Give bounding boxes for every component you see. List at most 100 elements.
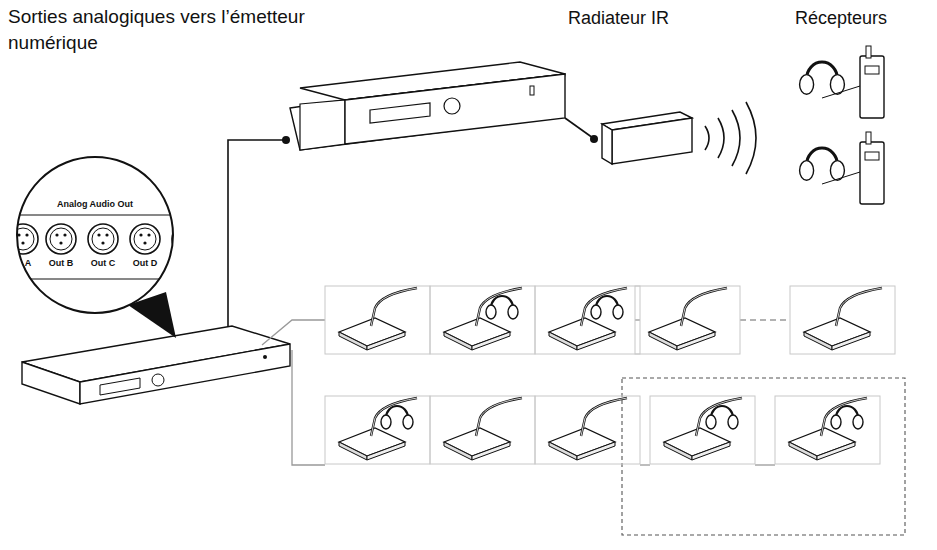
xlr-pin <box>147 233 150 236</box>
transmitter-side <box>300 100 345 150</box>
unit-side <box>444 332 472 350</box>
inset-heading: Analog Audio Out <box>57 199 133 209</box>
xlr-pin <box>97 233 100 236</box>
inset-panel <box>15 155 175 315</box>
panel-line <box>15 215 175 216</box>
gooseneck-mic <box>821 398 867 436</box>
unit-frame <box>790 286 895 354</box>
audio-wire <box>565 118 593 138</box>
ir-radiator: Radiateur IR <box>560 8 710 34</box>
receiver-cord <box>822 86 860 98</box>
transmitter-knob <box>444 98 460 114</box>
bus-wire <box>262 320 325 345</box>
bus-wire <box>635 319 640 320</box>
receivers: Récepteurs <box>790 8 900 34</box>
unit-side <box>339 442 367 460</box>
xlr-connector <box>92 228 114 250</box>
inset-border <box>17 157 173 313</box>
unit-side <box>789 442 817 460</box>
unit-front <box>832 332 870 350</box>
xlr-pin <box>25 233 28 236</box>
bodypack-receiver <box>860 56 884 118</box>
receiver-cord <box>822 172 860 184</box>
connector-label: Out C <box>91 258 116 268</box>
headphone-cup <box>800 161 814 181</box>
gooseneck-mic <box>476 398 522 436</box>
gooseneck-mic <box>371 288 417 326</box>
inset-outline <box>15 155 175 315</box>
xlr-connector <box>46 224 76 254</box>
radiator-front <box>612 118 692 164</box>
xlr-connector <box>88 224 118 254</box>
transmitter-body <box>290 74 565 150</box>
base-unit-front <box>80 344 290 404</box>
headphone-cup <box>486 305 496 319</box>
headphone-cup <box>853 415 863 429</box>
gooseneck-mic <box>476 288 522 326</box>
xlr-pin <box>101 241 104 244</box>
unit-frame <box>635 286 740 354</box>
gooseneck-mic <box>836 288 882 326</box>
connector-label: Out D <box>133 258 158 268</box>
unit-side <box>804 332 832 350</box>
device-label: Récepteurs <box>795 8 887 29</box>
gooseneck-mic <box>681 288 727 326</box>
unit-front <box>692 442 730 460</box>
unit-front <box>817 442 855 460</box>
bus-wire <box>640 464 650 465</box>
gooseneck-mic <box>581 398 627 436</box>
ir-waves <box>705 102 756 174</box>
base-unit-display <box>100 378 140 395</box>
wire-dot <box>590 135 598 143</box>
unit-front <box>472 332 510 350</box>
gooseneck-mic <box>821 398 867 436</box>
wire-dot <box>282 136 290 144</box>
xlr-connector <box>130 224 160 254</box>
unit-frame <box>535 396 640 464</box>
xlr-pin <box>55 233 58 236</box>
bus-wire <box>292 350 325 465</box>
unit-frame <box>430 286 535 354</box>
connector-label: A <box>25 258 32 268</box>
xlr-pin <box>105 233 108 236</box>
unit-side <box>549 442 577 460</box>
unit-side <box>664 442 692 460</box>
unit-front <box>577 442 615 460</box>
gooseneck-mic <box>681 288 727 326</box>
gooseneck-mic <box>371 398 417 436</box>
bodypack-receiver <box>860 142 884 204</box>
gooseneck-mic <box>581 398 627 436</box>
unit-front <box>577 332 615 350</box>
gooseneck-mic <box>371 288 417 326</box>
receiver-antenna <box>866 132 871 144</box>
xlr-connector <box>50 228 72 250</box>
headphone-cup <box>591 305 601 319</box>
base-unit-knob <box>152 374 164 386</box>
gooseneck-mic <box>836 288 882 326</box>
audio-wire <box>228 140 285 332</box>
headphone-cup <box>508 305 518 319</box>
gooseneck-mic <box>476 398 522 436</box>
unit-front <box>367 332 405 350</box>
headphone-cup <box>831 415 841 429</box>
xlr-pin <box>143 241 146 244</box>
unit-front <box>367 442 405 460</box>
base-unit-led <box>263 355 267 359</box>
unit-frame <box>325 396 430 464</box>
unit-front <box>677 332 715 350</box>
bus-wire <box>740 319 790 320</box>
unit-frame <box>650 396 755 464</box>
radiator-side <box>602 124 612 164</box>
panel-line <box>15 279 175 280</box>
xlr-pin <box>21 241 24 244</box>
headphone-cup <box>728 415 738 429</box>
transmitter-switch <box>530 86 534 95</box>
unit-front <box>472 442 510 460</box>
gooseneck-mic <box>371 398 417 436</box>
xlr-pin <box>59 241 62 244</box>
figure-title: Sorties analogiques vers l’émetteur numé… <box>8 4 368 55</box>
xlr-connector <box>134 228 156 250</box>
gooseneck-mic <box>696 398 742 436</box>
xlr-pin <box>139 233 142 236</box>
transmitter-front <box>345 74 565 144</box>
